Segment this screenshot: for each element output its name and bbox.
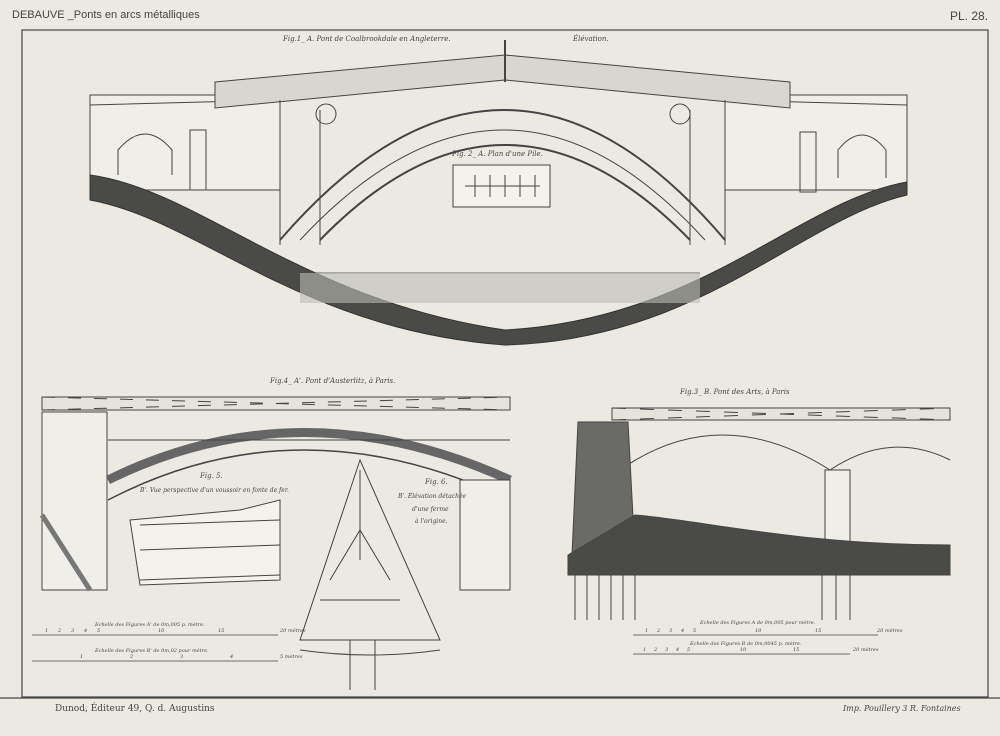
voussoir-perspective (129, 499, 281, 586)
fig4-title: Fig.4_ A'. Pont d'Austerlitz, à Paris. (270, 377, 396, 385)
fig5-caption: B'. Vue perspective d'un voussoir en fon… (140, 487, 289, 494)
austerlitz-bridge (39, 396, 512, 592)
scale-left-b-label: Echelle des Figures B' de 0m,02 pour mèt… (95, 648, 209, 654)
scale-right-b-label: Echelle des Figures B de 0m,0045 p. mètr… (690, 641, 802, 647)
fig3-title: Fig.3_ B. Pont des Arts, à Paris (680, 388, 790, 396)
fig1-title: Fig.1_ A. Pont de Coalbrookdale en Angle… (283, 35, 451, 43)
fig1-view: Élévation. (573, 35, 609, 43)
plate-title: DEBAUVE _Ponts en arcs métalliques (12, 9, 200, 21)
pont-des-arts (567, 407, 951, 620)
fig5-title: Fig. 5. (200, 472, 223, 480)
truss-elevation (299, 458, 441, 690)
scale-bars (32, 634, 878, 662)
fig6-caption-3: à l'origine. (415, 518, 448, 525)
publisher-credit: Dunod, Éditeur 49, Q. d. Augustins (55, 704, 215, 714)
printer-credit: Imp. Pouillery 3 R. Fontaines (843, 704, 961, 713)
scale-right-a-label: Echelle des Figures A de 0m,005 pour mèt… (700, 620, 816, 626)
plate-number: PL. 28. (950, 9, 989, 23)
fig6-caption-1: B'. Élévation détachée (398, 493, 467, 500)
fig6-caption-2: d'une ferme (412, 506, 449, 513)
coalbrookdale-bridge (89, 40, 908, 346)
fig2-title: Fig. 2_ A. Plan d'une Pile. (452, 150, 543, 158)
plate-border (21, 29, 989, 698)
scale-left-a-label: Echelle des Figures A' de 0m,005 p. mètr… (95, 622, 205, 628)
fig6-title: Fig. 6. (425, 478, 448, 486)
